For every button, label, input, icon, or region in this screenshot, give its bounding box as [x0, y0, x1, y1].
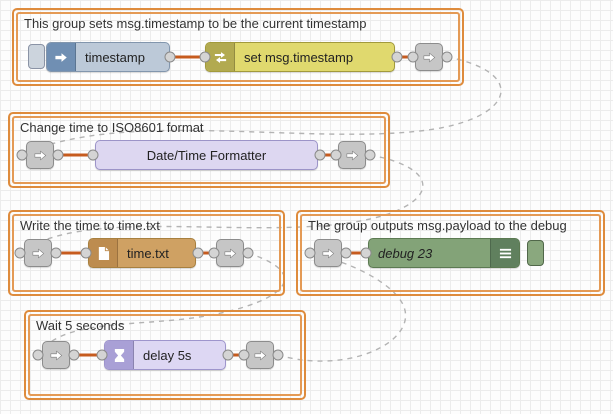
- link-out-node[interactable]: [216, 239, 244, 267]
- hourglass-icon: [105, 341, 134, 369]
- link-arrow-icon: [322, 248, 334, 258]
- node-label: time.txt: [127, 245, 169, 261]
- inject-trigger-button[interactable]: [28, 44, 45, 69]
- node-inject-timestamp[interactable]: timestamp: [46, 42, 170, 72]
- group-label: This group sets msg.timestamp to be the …: [24, 16, 367, 31]
- node-write-file[interactable]: time.txt: [88, 238, 196, 268]
- inject-arrow-icon: [47, 43, 76, 71]
- group-wait[interactable]: Wait 5 seconds: [24, 310, 306, 400]
- link-wire[interactable]: [277, 252, 407, 362]
- link-wire[interactable]: [19, 154, 424, 254]
- link-out-node[interactable]: [415, 43, 443, 71]
- debug-list-icon: [490, 239, 519, 267]
- link-arrow-icon: [224, 248, 236, 258]
- link-arrow-icon: [423, 52, 435, 62]
- swap-icon: [206, 43, 235, 71]
- node-datetime-formatter[interactable]: Date/Time Formatter: [95, 140, 318, 170]
- link-out-node[interactable]: [246, 341, 274, 369]
- group-iso8601[interactable]: Change time to ISO8601 format: [8, 112, 390, 188]
- link-wire[interactable]: [21, 56, 502, 156]
- group-label: Wait 5 seconds: [36, 318, 125, 333]
- node-label: Date/Time Formatter: [146, 147, 267, 163]
- link-out-node[interactable]: [338, 141, 366, 169]
- node-label: delay 5s: [143, 347, 192, 363]
- link-in-node[interactable]: [24, 239, 52, 267]
- group-label: Change time to ISO8601 format: [20, 120, 204, 135]
- node-label: set msg.timestamp: [244, 49, 354, 65]
- link-arrow-icon: [32, 248, 44, 258]
- node-delay[interactable]: delay 5s: [104, 340, 226, 370]
- node-debug[interactable]: debug 23: [368, 238, 520, 268]
- link-arrow-icon: [50, 350, 62, 360]
- node-label: timestamp: [85, 49, 145, 65]
- node-set-msg-timestamp[interactable]: set msg.timestamp: [205, 42, 395, 72]
- group-write-file[interactable]: Write the time to time.txt: [8, 210, 285, 296]
- group-label: The group outputs msg.payload to the deb…: [308, 218, 567, 233]
- link-in-node[interactable]: [42, 341, 70, 369]
- node-label: debug 23: [378, 245, 433, 261]
- link-in-node[interactable]: [26, 141, 54, 169]
- group-set-timestamp[interactable]: This group sets msg.timestamp to be the …: [12, 8, 464, 86]
- debug-enable-toggle[interactable]: [527, 240, 544, 266]
- group-debug-output[interactable]: The group outputs msg.payload to the deb…: [296, 210, 605, 296]
- link-in-node[interactable]: [314, 239, 342, 267]
- group-label: Write the time to time.txt: [20, 218, 160, 233]
- link-arrow-icon: [34, 150, 46, 160]
- link-arrow-icon: [254, 350, 266, 360]
- link-arrow-icon: [346, 150, 358, 160]
- file-icon: [89, 239, 118, 267]
